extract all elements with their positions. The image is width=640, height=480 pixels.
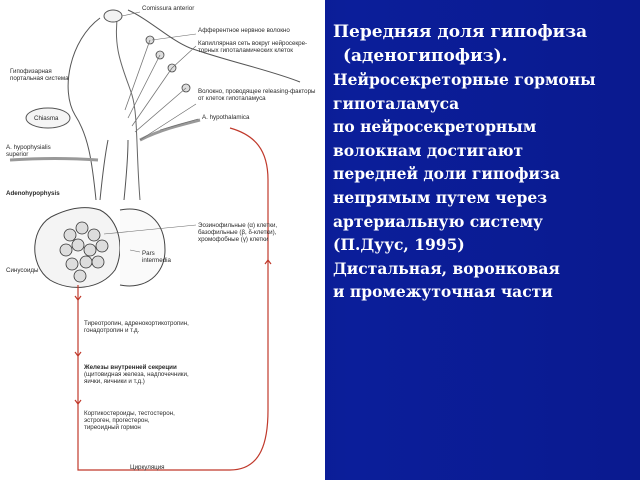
label-sinusoids: Синусоиды bbox=[6, 267, 39, 274]
label-cell-types: Эозинофильные (α) клетки, базофильные (β… bbox=[198, 222, 278, 243]
heading-line-1: Передняя доля гипофиза bbox=[333, 22, 588, 42]
label-endocrine-glands-title: Железы внутренней секреции bbox=[84, 364, 177, 371]
body-line: Нейросекреторные гормоны bbox=[333, 70, 596, 89]
label-portal-system: Гипофизарная портальная система bbox=[10, 68, 69, 82]
label-afferent-fiber: Афферентное нервное волокно bbox=[198, 27, 290, 34]
label-tropic-hormones: Тиреотропин, адренокортикотропин, гонадо… bbox=[84, 320, 189, 334]
pituitary-diagram: Comissura anterior Афферентное нервное в… bbox=[0, 0, 325, 480]
label-adenohypophysis: Adenohypophysis bbox=[6, 190, 60, 197]
body-line: непрямым путем через bbox=[333, 187, 548, 207]
label-a-hypothalamica: A. hypothalamica bbox=[202, 114, 250, 121]
body-line: волокнам достигают bbox=[333, 140, 524, 160]
slide-text: Передняя доля гипофиза (аденогипофиз). Н… bbox=[333, 20, 633, 304]
pituitary-diagram-drawing bbox=[9, 9, 301, 471]
body-line-citation: (П.Дуус, 1995) bbox=[333, 235, 465, 255]
label-capillary-network: Капиллярная сеть вокруг нейросекре- торн… bbox=[198, 40, 308, 54]
label-chiasma: Chiasma bbox=[34, 115, 59, 122]
label-a-hypophysialis: A. hypophysialis superior bbox=[6, 144, 51, 158]
label-endocrine-glands: (щитовидная железа, надпочечники, яички,… bbox=[84, 371, 189, 385]
body-line: артериальную систему bbox=[333, 211, 543, 231]
body-line: передней доли гипофиза bbox=[333, 164, 560, 184]
body-line: по нейросекреторным bbox=[333, 117, 537, 137]
body-line: и промежуточная части bbox=[333, 282, 553, 302]
label-commissura: Comissura anterior bbox=[142, 5, 195, 12]
label-releasing-fiber: Волокно, проводящее releasing-факторы от… bbox=[198, 88, 316, 102]
label-pars-intermedia: Pars intermedia bbox=[142, 250, 171, 264]
body-line: Дистальная, воронковая bbox=[333, 258, 560, 278]
body-line: гипоталамуса bbox=[333, 93, 460, 113]
label-target-hormones: Кортикостероиды, тестостерон, эстроген, … bbox=[84, 410, 175, 431]
heading-line-2: (аденогипофиз). bbox=[343, 46, 508, 66]
label-circulation: Циркуляция bbox=[130, 464, 165, 471]
